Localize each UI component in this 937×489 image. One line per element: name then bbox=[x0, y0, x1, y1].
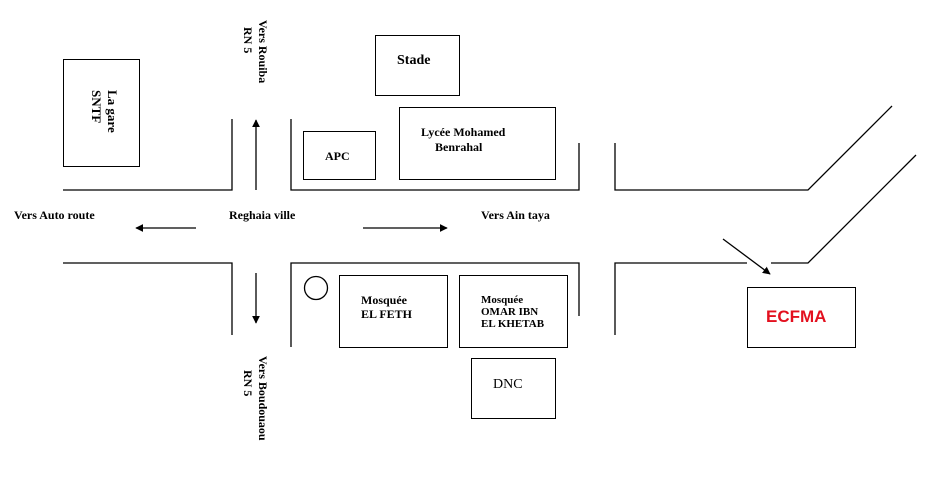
direction-south-line2: RN 5 bbox=[241, 370, 255, 397]
road-edge-south-west bbox=[63, 262, 233, 335]
mosquee-feth-line2: EL FETH bbox=[361, 307, 413, 321]
apc-label: APC bbox=[325, 149, 350, 163]
mosquee-omar-line3: EL KHETAB bbox=[481, 318, 545, 330]
gare-label: La gare SNTF bbox=[88, 90, 120, 133]
road-edge-south-east-2 bbox=[771, 154, 917, 264]
mosquee-feth-line1: Mosquée bbox=[361, 293, 407, 307]
landmark-lycee bbox=[399, 107, 556, 180]
lycee-label-line2: Benrahal bbox=[435, 140, 483, 154]
landmark-apc bbox=[303, 131, 376, 180]
arrow-pointer-icon bbox=[722, 238, 771, 275]
landmark-dnc bbox=[471, 358, 556, 419]
center-label: Reghaia ville bbox=[229, 208, 296, 222]
gare-label-line2: SNTF bbox=[89, 90, 104, 124]
direction-west-label: Vers Auto route bbox=[14, 208, 95, 222]
stade-label: Stade bbox=[397, 53, 431, 68]
mosquee-omar-line2: OMAR IBN bbox=[481, 306, 539, 318]
road-edge-north-west bbox=[63, 119, 233, 191]
mosquee-omar-line1: Mosquée bbox=[481, 294, 524, 306]
road-edge-south-middle bbox=[290, 262, 580, 347]
destination-ecfma bbox=[747, 287, 856, 348]
circle-icon bbox=[303, 275, 329, 301]
lycee-label-line1: Lycée Mohamed bbox=[421, 125, 506, 139]
road-edge-south-east bbox=[614, 262, 747, 335]
landmark-mosquee-el-feth bbox=[339, 275, 448, 348]
landmark-mosquee-omar bbox=[459, 275, 568, 348]
direction-south-line1: Vers Boudouaou bbox=[256, 356, 270, 441]
direction-east-label: Vers Ain taya bbox=[481, 208, 550, 222]
direction-north-label: Vers Rouiba RN 5 bbox=[240, 20, 270, 83]
road-edge-north-east bbox=[614, 105, 893, 191]
gare-label-line1: La gare bbox=[105, 90, 120, 133]
direction-south-label: Vers Boudouaou RN 5 bbox=[240, 356, 270, 441]
road-edge-north-middle bbox=[290, 119, 580, 191]
landmark-stade bbox=[375, 35, 460, 96]
direction-north-line1: Vers Rouiba bbox=[256, 20, 270, 84]
dnc-label: DNC bbox=[493, 377, 523, 392]
direction-north-line2: RN 5 bbox=[241, 27, 255, 54]
ecfma-label: ECFMA bbox=[766, 307, 827, 326]
landmark-gare-sntf bbox=[63, 59, 140, 167]
